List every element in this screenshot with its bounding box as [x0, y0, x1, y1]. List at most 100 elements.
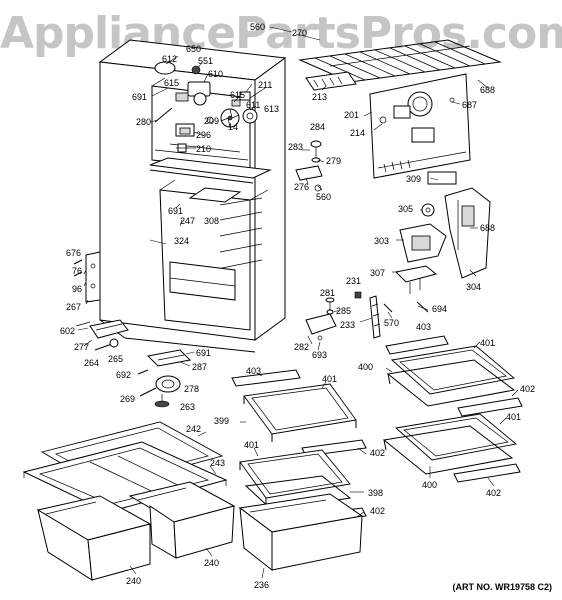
callout-307: 307: [370, 268, 385, 278]
callout-403b: 403: [246, 366, 261, 376]
callout-613: 613: [264, 104, 279, 114]
callout-282: 282: [294, 342, 309, 352]
callout-96: 96: [72, 284, 82, 294]
glass-shelf-401c: [239, 449, 351, 506]
rail-parts: [354, 291, 429, 339]
callout-276: 276: [294, 182, 309, 192]
callout-labels: 560 270 650 612 551 615 610 691 211 615 …: [60, 22, 535, 590]
lower-hinge-leveler-parts: [75, 319, 192, 408]
callout-308: 308: [204, 216, 219, 226]
callout-560-top: 560: [250, 22, 265, 32]
callout-324: 324: [174, 236, 189, 246]
callout-242: 242: [186, 424, 201, 434]
crisper-drawer-right-240: [128, 481, 236, 559]
callout-570: 570: [384, 318, 399, 328]
shelf-trim-402d: [453, 463, 521, 483]
callout-309: 309: [406, 174, 421, 184]
callout-402c: 402: [370, 506, 385, 516]
glass-shelf-401a: [391, 345, 516, 395]
hinge-parts: [305, 297, 337, 341]
callout-201: 201: [344, 110, 359, 120]
callout-402d: 402: [486, 488, 501, 498]
callout-264: 264: [84, 358, 99, 368]
callout-693: 693: [312, 350, 327, 360]
callout-401a: 401: [480, 338, 495, 348]
callout-267: 267: [66, 302, 81, 312]
glass-shelf-401d: [394, 413, 518, 461]
callout-611: 611: [246, 100, 260, 110]
callout-687: 687: [462, 100, 477, 110]
callout-615a: 615: [164, 78, 179, 88]
callout-213: 213: [312, 92, 327, 102]
callout-398: 398: [368, 488, 383, 498]
callout-233: 233: [340, 320, 355, 330]
callout-209: 209: [204, 116, 219, 126]
callout-676: 676: [66, 248, 81, 258]
callout-263: 263: [180, 402, 195, 412]
callout-691c: 691: [196, 348, 211, 358]
shelf-trim-402a: [457, 397, 523, 417]
callout-400a: 400: [358, 362, 373, 372]
refrigerator-cabinet: [85, 39, 287, 353]
callout-231: 231: [346, 276, 361, 286]
callout-303: 303: [374, 236, 389, 246]
control-knob-305: [421, 203, 435, 217]
callout-610: 610: [208, 69, 223, 79]
callout-551: 551: [198, 56, 213, 66]
callout-240a: 240: [126, 576, 141, 586]
callout-277: 277: [74, 342, 89, 352]
callout-403a: 403: [416, 322, 431, 332]
shelf-frame-400a: [386, 359, 516, 407]
art-number: (ART NO. WR19758 C2): [452, 582, 552, 592]
callout-691b: 691: [168, 206, 183, 216]
callout-399: 399: [214, 416, 229, 426]
callout-214: 214: [350, 128, 365, 138]
callout-560-mid: 560: [316, 192, 331, 202]
callout-688b: 688: [480, 223, 495, 233]
callout-401b: 401: [322, 374, 337, 384]
damper-housing-303: [399, 223, 447, 263]
callout-285: 285: [336, 306, 351, 316]
callout-270: 270: [292, 28, 307, 38]
shelf-frame-398: [244, 475, 352, 511]
callout-265: 265: [108, 354, 123, 364]
crisper-pan-236: [238, 493, 364, 572]
callout-688a: 688: [480, 85, 495, 95]
callout-401d: 401: [244, 440, 259, 450]
callout-615b: 615: [230, 90, 245, 100]
callout-247: 247: [180, 216, 195, 226]
shelf-front-trim-403b: [231, 369, 301, 387]
callout-284: 284: [310, 122, 325, 132]
evaporator-cover-panel: [369, 73, 471, 179]
callout-211: 211: [258, 80, 272, 90]
crisper-drawer-left-240: [36, 495, 152, 581]
leader-lines: [77, 26, 519, 579]
callout-304: 304: [466, 282, 481, 292]
callout-694: 694: [432, 304, 447, 314]
callout-14: 14: [228, 122, 238, 132]
callout-281: 281: [320, 288, 335, 298]
callout-402a: 402: [520, 384, 535, 394]
fan-blade: [220, 108, 240, 128]
shelf-front-trim-403a: [385, 335, 449, 355]
callout-400b: 400: [422, 480, 437, 490]
callout-283: 283: [288, 142, 303, 152]
callout-402b: 402: [370, 448, 385, 458]
control-housing-304: [444, 187, 491, 279]
bracket-307: [394, 265, 438, 294]
callout-612: 612: [162, 54, 177, 64]
callout-305: 305: [398, 204, 413, 214]
callout-243: 243: [210, 458, 225, 468]
label-plate-309: [427, 171, 457, 185]
callout-279: 279: [326, 156, 341, 166]
callout-287: 287: [192, 362, 207, 372]
callout-280: 280: [136, 117, 151, 127]
grille-213: [305, 71, 357, 91]
glass-shelf-401b: [243, 383, 357, 442]
callout-236: 236: [254, 580, 269, 590]
shelf-frame-400b: [382, 425, 514, 475]
crisper-cover-frame-243: [22, 441, 228, 513]
callout-602: 602: [60, 326, 75, 336]
control-components: [154, 61, 258, 153]
